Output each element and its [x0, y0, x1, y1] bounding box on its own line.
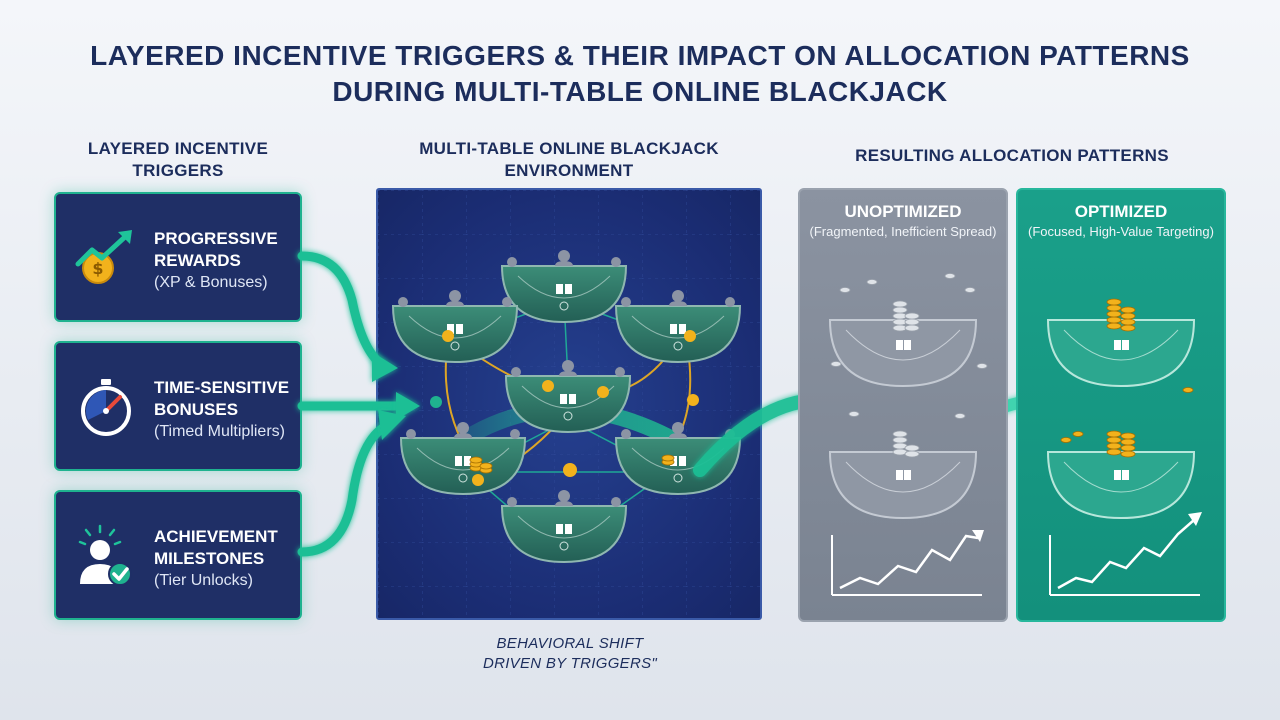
optimized-title: OPTIMIZED — [1074, 202, 1168, 221]
optimized-graphic — [1046, 298, 1202, 596]
environment-column-heading: MULTI-TABLE ONLINE BLACKJACK ENVIRONMENT — [376, 138, 762, 182]
triggers-heading-line-1: LAYERED INCENTIVE — [87, 139, 269, 158]
trigger-card-achievement-milestones: ACHIEVEMENT MILESTONES (Tier Unlocks) — [54, 490, 302, 620]
trigger-subtitle: (Tier Unlocks) — [154, 572, 253, 589]
triggers-heading-line-2: TRIGGERS — [132, 161, 224, 180]
multi-table-environment-panel — [376, 188, 762, 620]
trigger-title-line-1: ACHIEVEMENT — [154, 527, 278, 546]
environment-heading-line-2: ENVIRONMENT — [504, 161, 634, 180]
unoptimized-title: UNOPTIMIZED — [844, 202, 962, 221]
title-line-2: DURING MULTI-TABLE ONLINE BLACKJACK — [332, 76, 948, 107]
trigger-subtitle: (Timed Multipliers) — [154, 423, 285, 440]
trigger-subtitle: (XP & Bonuses) — [154, 274, 268, 291]
triggers-column-heading: LAYERED INCENTIVE TRIGGERS — [54, 138, 302, 182]
trigger-title-line-1: TIME-SENSITIVE — [154, 378, 290, 397]
trigger-title-line-2: BONUSES — [154, 400, 239, 419]
title-line-1: LAYERED INCENTIVE TRIGGERS & THEIR IMPAC… — [90, 40, 1190, 71]
blackjack-tables-network — [378, 190, 760, 618]
results-column-heading: RESULTING ALLOCATION PATTERNS — [855, 146, 1169, 165]
trigger-title-line-1: PROGRESSIVE — [154, 229, 278, 248]
environment-heading-line-1: MULTI-TABLE ONLINE BLACKJACK — [419, 139, 719, 158]
svg-text:$: $ — [92, 259, 103, 278]
unoptimized-panel: UNOPTIMIZED (Fragmented, Inefficient Spr… — [798, 188, 1008, 622]
caption-line-2: DRIVEN BY TRIGGERS" — [482, 655, 658, 672]
optimized-subtitle: (Focused, High-Value Targeting) — [1028, 224, 1214, 239]
caption-line-1: BEHAVIORAL SHIFT — [496, 635, 644, 652]
page-title: LAYERED INCENTIVE TRIGGERS & THEIR IMPAC… — [0, 38, 1280, 110]
arrow-progressive-to-environment — [297, 251, 387, 370]
unoptimized-graphic — [828, 273, 988, 596]
trigger-title-line-2: REWARDS — [154, 251, 241, 270]
unoptimized-subtitle: (Fragmented, Inefficient Spread) — [809, 224, 997, 239]
user-check-icon — [78, 524, 132, 586]
optimized-panel: OPTIMIZED (Focused, High-Value Targeting… — [1016, 188, 1226, 622]
trend-coin-icon: $ — [75, 230, 132, 284]
trigger-card-time-sensitive-bonuses: TIME-SENSITIVE BONUSES (Timed Multiplier… — [54, 341, 302, 471]
arrow-achievement-to-environment — [297, 421, 391, 557]
trigger-card-progressive-rewards: $ PROGRESSIVE REWARDS (XP & Bonuses) — [54, 192, 302, 322]
behavioral-shift-caption: BEHAVIORAL SHIFT DRIVEN BY TRIGGERS" — [440, 634, 700, 674]
stopwatch-icon — [81, 379, 131, 436]
trigger-title-line-2: MILESTONES — [154, 549, 265, 568]
